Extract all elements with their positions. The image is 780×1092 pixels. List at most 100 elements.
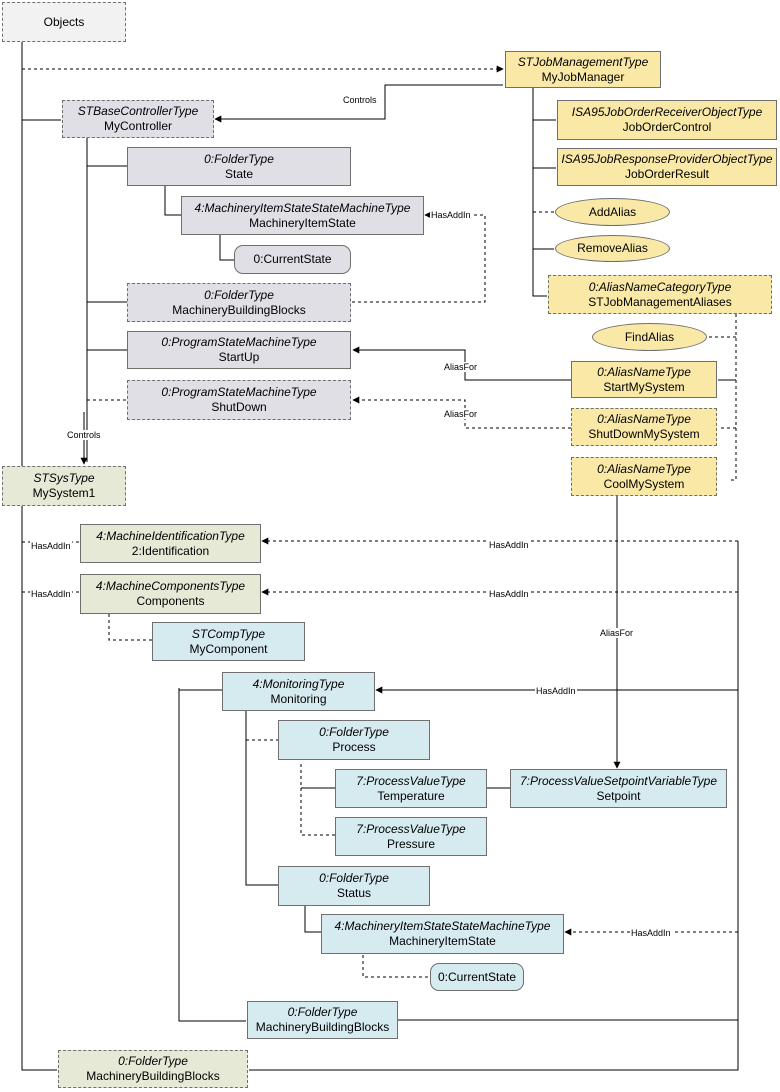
machinerybuildingblocks-3-node[interactable]: 0:FolderType MachineryBuildingBlocks — [58, 1050, 248, 1088]
objects-node[interactable]: Objects — [2, 2, 126, 42]
node-type: 7:ProcessValueSetpointVariableType — [519, 773, 717, 788]
currentstate-1-node[interactable]: 0:CurrentState — [234, 245, 351, 274]
node-type: 7:ProcessValueType — [356, 821, 466, 836]
node-name: MyComponent — [189, 641, 268, 656]
node-name: MySystem1 — [32, 486, 96, 500]
startup-node[interactable]: 0:ProgramStateMachineType StartUp — [127, 331, 351, 369]
node-type: ISA95JobOrderReceiverObjectType — [571, 105, 763, 119]
node-type: 0:FolderType — [204, 151, 274, 166]
node-type: 4:MachineryItemStateStateMachineType — [194, 200, 411, 215]
node-name: Components — [136, 594, 205, 608]
state-folder-node[interactable]: 0:FolderType State — [127, 147, 351, 186]
machineryitemstate-1-node[interactable]: 4:MachineryItemStateStateMachineType Mac… — [181, 196, 424, 235]
node-name: ShutDownMySystem — [588, 427, 700, 441]
process-folder-node[interactable]: 0:FolderType Process — [278, 720, 430, 760]
node-name: MachineryBuildingBlocks — [172, 302, 306, 317]
node-type: 4:MachineComponentsType — [95, 579, 246, 593]
findalias-method[interactable]: FindAlias — [592, 323, 707, 351]
edge-label-hasaddin: HasAddIn — [30, 589, 72, 599]
node-name: Status — [336, 886, 372, 900]
shutdownmysystem-node[interactable]: 0:AliasNameType ShutDownMySystem — [571, 408, 717, 446]
identification-node[interactable]: 4:MachineIdentificationType 2:Identifica… — [80, 524, 261, 563]
node-name: StartMySystem — [603, 379, 685, 394]
node-type: 0:FolderType — [118, 1054, 188, 1068]
joborderresult-node[interactable]: ISA95JobResponseProviderObjectType JobOr… — [557, 148, 777, 186]
edge-label-hasaddin: HasAddIn — [430, 210, 472, 220]
temperature-node[interactable]: 7:ProcessValueType Temperature — [335, 769, 487, 808]
node-type: 0:FolderType — [319, 871, 389, 885]
node-name: 0:CurrentState — [437, 969, 517, 984]
coolmysystem-node[interactable]: 0:AliasNameType CoolMySystem — [571, 457, 717, 496]
node-type: 4:MonitoringType — [252, 676, 345, 691]
node-name: MachineryItemState — [389, 934, 496, 948]
node-name: MyController — [103, 119, 172, 133]
addalias-method[interactable]: AddAlias — [555, 198, 670, 226]
node-name: Pressure — [386, 836, 436, 851]
node-type: 0:AliasNameCategoryType — [588, 279, 732, 294]
node-type: STJobManagementType — [517, 54, 649, 69]
node-type: STSysType — [33, 471, 95, 485]
node-name: Temperature — [377, 788, 445, 803]
node-type: 0:FolderType — [287, 1005, 358, 1019]
node-type: ISA95JobResponseProviderObjectType — [561, 152, 773, 166]
node-name: 2:Identification — [131, 543, 210, 558]
machineryitemstate-2-node[interactable]: 4:MachineryItemStateStateMachineType Mac… — [321, 914, 564, 954]
node-name: Objects — [43, 14, 85, 29]
monitoring-node[interactable]: 4:MonitoringType Monitoring — [222, 672, 375, 711]
aliases-node[interactable]: 0:AliasNameCategoryType STJobManagementA… — [548, 275, 772, 314]
edge-label-hasaddin: HasAddIn — [535, 686, 577, 696]
node-name: AddAlias — [588, 204, 637, 219]
node-type: 4:MachineryItemStateStateMachineType — [334, 919, 551, 933]
node-name: ShutDown — [211, 400, 267, 414]
node-name: MyJobManager — [541, 69, 625, 84]
removealias-method[interactable]: RemoveAlias — [555, 235, 670, 262]
node-name: JobOrderResult — [624, 167, 710, 181]
edge-label-aliasfor: AliasFor — [443, 409, 479, 419]
node-type: STBaseControllerType — [77, 104, 199, 118]
shutdown-node[interactable]: 0:ProgramStateMachineType ShutDown — [127, 380, 351, 420]
node-name: Process — [332, 740, 376, 754]
node-type: 0:FolderType — [204, 287, 274, 302]
edge-label-hasaddin: HasAddIn — [30, 541, 72, 551]
node-name: State — [224, 166, 254, 181]
edge-label-controls: Controls — [342, 95, 378, 105]
node-name: STJobManagementAliases — [588, 294, 732, 309]
node-type: 0:AliasNameType — [597, 364, 691, 379]
edge-label-hasaddin: HasAddIn — [630, 928, 672, 938]
edge-label-hasaddin: HasAddIn — [488, 589, 530, 599]
currentstate-2-node[interactable]: 0:CurrentState — [430, 963, 524, 991]
machinerybuildingblocks-1-node[interactable]: 0:FolderType MachineryBuildingBlocks — [127, 283, 351, 322]
edge-label-controls: Controls — [66, 430, 102, 440]
node-name: FindAlias — [624, 329, 675, 344]
setpoint-node[interactable]: 7:ProcessValueSetpointVariableType Setpo… — [510, 769, 727, 808]
components-node[interactable]: 4:MachineComponentsType Components — [80, 574, 261, 614]
node-name: Setpoint — [596, 788, 641, 803]
edge-label-hasaddin: HasAddIn — [488, 540, 530, 550]
node-type: 4:MachineIdentificationType — [96, 528, 245, 543]
node-type: 7:ProcessValueType — [356, 773, 466, 788]
mycontroller-node[interactable]: STBaseControllerType MyController — [62, 100, 214, 138]
node-type: 0:ProgramStateMachineType — [161, 385, 317, 399]
node-name: 0:CurrentState — [253, 252, 332, 266]
startmysystem-node[interactable]: 0:AliasNameType StartMySystem — [571, 361, 717, 398]
node-name: StartUp — [218, 350, 260, 364]
pressure-node[interactable]: 7:ProcessValueType Pressure — [335, 817, 487, 856]
node-name: CoolMySystem — [603, 476, 685, 491]
status-folder-node[interactable]: 0:FolderType Status — [278, 866, 430, 906]
machinerybuildingblocks-2-node[interactable]: 0:FolderType MachineryBuildingBlocks — [247, 1001, 398, 1039]
node-type: 0:AliasNameType — [597, 412, 691, 426]
node-name: RemoveAlias — [577, 241, 648, 255]
node-type: STCompType — [191, 626, 266, 641]
node-name: MachineryItemState — [249, 215, 356, 230]
edge-label-aliasfor: AliasFor — [443, 362, 479, 372]
edge-label-aliasfor: AliasFor — [599, 628, 635, 638]
mysystem-node[interactable]: STSysType MySystem1 — [2, 466, 126, 506]
mycomponent-node[interactable]: STCompType MyComponent — [152, 622, 305, 661]
node-name: MachineryBuildingBlocks — [86, 1069, 220, 1083]
joborderctrl-node[interactable]: ISA95JobOrderReceiverObjectType JobOrder… — [557, 100, 777, 140]
node-name: MachineryBuildingBlocks — [255, 1020, 390, 1034]
myjobmanager-node[interactable]: STJobManagementType MyJobManager — [505, 51, 661, 88]
node-name: JobOrderControl — [622, 120, 712, 134]
node-name: Monitoring — [270, 691, 327, 706]
